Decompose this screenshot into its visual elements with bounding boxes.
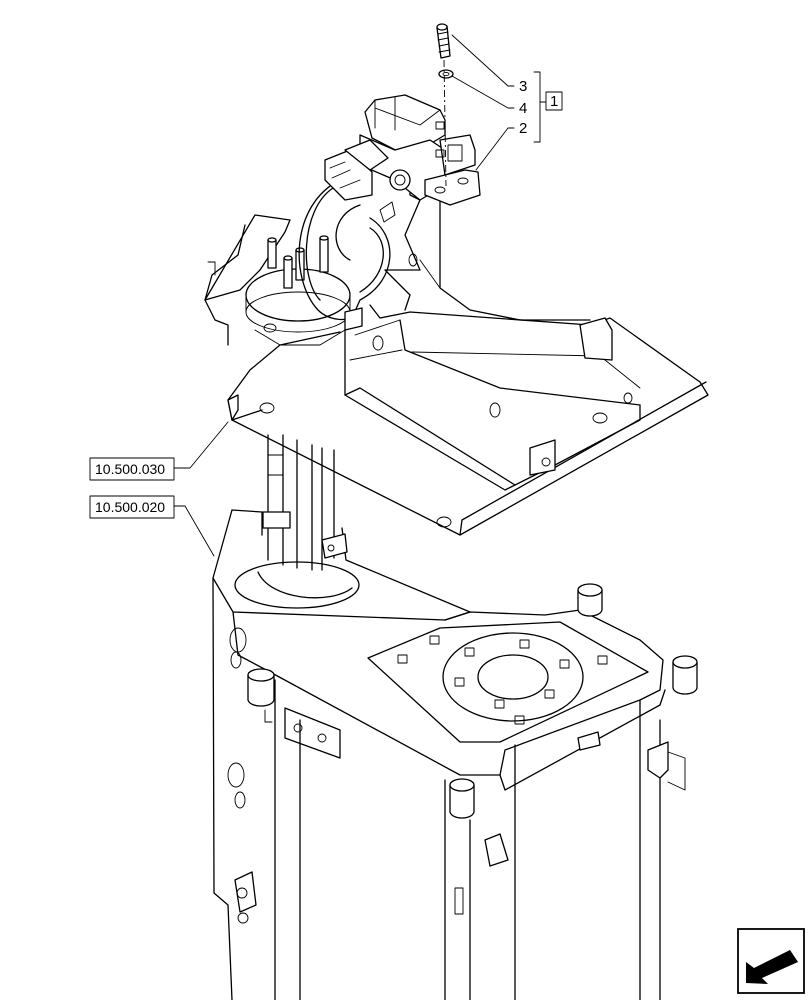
ref-box-lower	[89, 495, 175, 519]
callout-2: 2	[519, 120, 527, 137]
wiring-harness	[298, 179, 396, 331]
ref-label-lower[interactable]: 10.500.020	[95, 499, 165, 515]
upper-mounting-plate	[227, 304, 709, 536]
ref-box-upper	[89, 457, 175, 481]
upper-housing	[204, 139, 591, 346]
callout-leaders	[173, 34, 547, 557]
orientation-arrow-icon	[737, 928, 805, 994]
lower-column-frame	[212, 509, 698, 1000]
kit-callout-1: 1	[550, 93, 558, 110]
callout-3: 3	[519, 78, 527, 95]
guide-rods	[262, 434, 348, 571]
fasteners	[436, 23, 454, 187]
control-module	[324, 94, 481, 206]
kit-callout-box	[545, 91, 563, 111]
ref-label-upper[interactable]: 10.500.030	[95, 461, 165, 477]
callout-4: 4	[519, 100, 527, 117]
